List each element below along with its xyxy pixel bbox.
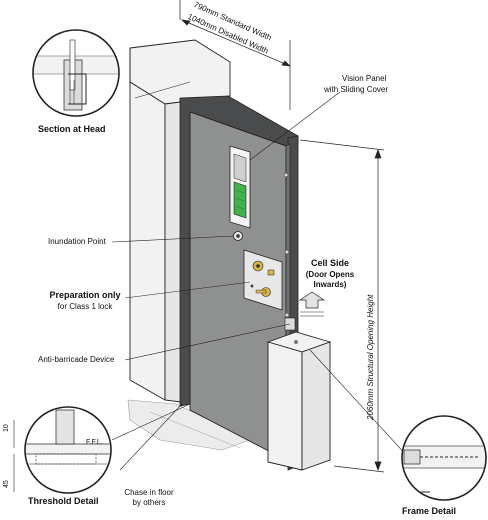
leader-lines [111, 81, 421, 471]
section-at-head-detail [32, 29, 120, 117]
cell-side-title: Cell Side [310, 258, 349, 268]
inundation-point-label: Inundation Point [48, 237, 106, 246]
width-dimension [179, 0, 291, 110]
opening-height-label: 2060mm Structural Opening Height [366, 294, 375, 420]
vision-panel [229, 145, 251, 229]
section-at-head-title: Section at Head [38, 124, 106, 134]
ffl-label: F.F.L. [86, 439, 103, 446]
lock-plate [243, 249, 283, 311]
vision-panel-label: Vision Panel [342, 74, 387, 83]
threshold-detail-title: Threshold Detail [28, 496, 99, 506]
door-opens-arrow [298, 291, 326, 317]
preparation-title: Preparation only [49, 290, 121, 300]
anti-barricade-label: Anti-barricade Device [38, 355, 115, 364]
dim-45-label: 45 [3, 480, 10, 488]
preparation-sub-label: for Class 1 lock [57, 302, 113, 311]
door-opens-label: (Door Opens [305, 270, 355, 279]
height-dimension [299, 139, 385, 473]
door-opens-inwards-label: Inwards) [313, 280, 347, 289]
threshold-detail [13, 406, 112, 494]
inundation-point [233, 231, 243, 241]
vision-panel-sub-label: with Sliding Cover [324, 85, 389, 94]
chase-sub-label: by others [132, 498, 166, 507]
right-wall-pier [266, 331, 332, 471]
floor-area [127, 399, 251, 451]
dim-10-label: 10 [3, 424, 10, 432]
frame-detail-title: Frame Detail [402, 506, 457, 516]
frame-detail [401, 415, 487, 501]
chase-label: Chase in floor [124, 488, 174, 497]
